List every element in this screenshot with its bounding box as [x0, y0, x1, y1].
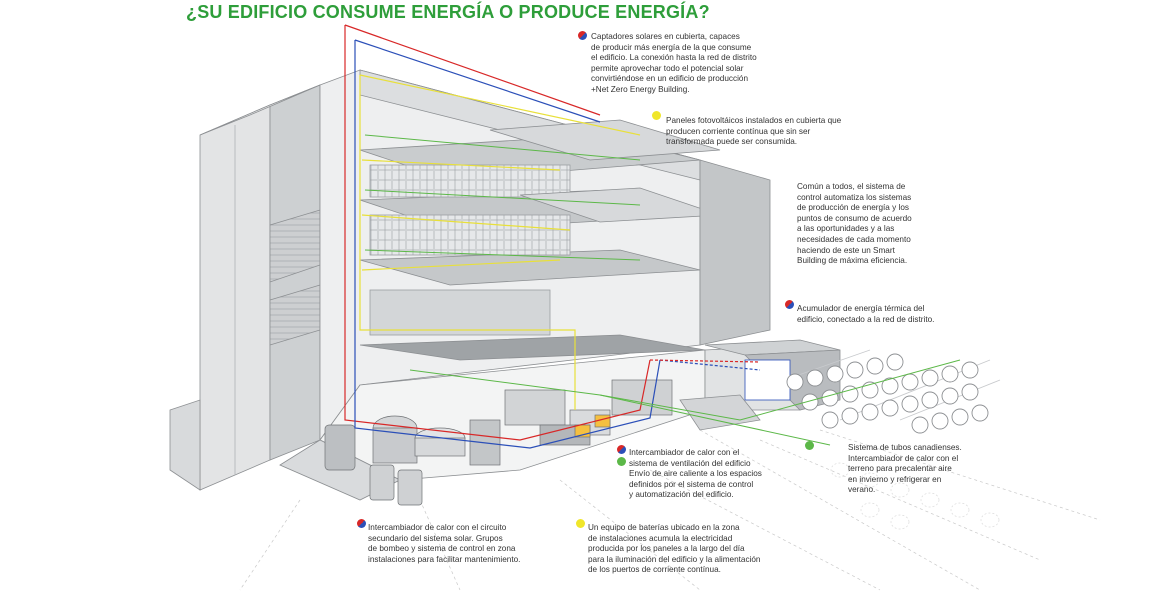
annotation-line: edificio, conectado a la red de distrito…: [797, 314, 935, 324]
annotation-line: de producir más energía de la que consum…: [591, 42, 752, 52]
annotation-line: Envío de aire caliente a los espacios: [629, 469, 762, 479]
annotation-thermal-accumulator: Acumulador de energía térmica del edific…: [797, 304, 934, 325]
annotation-line: Un equipo de baterías ubicado en la zona: [588, 523, 740, 532]
annotation-line: Sistema de tubos canadienses.: [848, 443, 962, 452]
pv-marker-icon: [652, 111, 661, 120]
annotation-line: de producción de energía y los: [797, 203, 909, 213]
pv-circuit-lines: [359, 74, 641, 410]
annotation-line: Intercambiador de calor con el: [848, 453, 959, 463]
annotation-solar-secondary-exchanger: Intercambiador de calor con el circuito …: [368, 523, 520, 565]
annotation-line: Building de máxima eficiencia.: [797, 256, 908, 266]
annotation-line: de bombeo y sistema de control en zona: [368, 544, 516, 554]
annotation-line: transformada puede ser consumida.: [666, 137, 798, 147]
annotation-line: necesidades de cada momento: [797, 234, 911, 244]
annotation-line: sistema de ventilación del edificio: [629, 458, 751, 468]
annotation-line: secundario del sistema solar. Grupos: [368, 533, 503, 543]
annotation-solar-collectors: Captadores solares en cubierta, capaces …: [591, 32, 757, 96]
battery-marker-icon: [576, 519, 585, 528]
annotation-line: el edificio. La conexión hasta la red de…: [591, 53, 757, 63]
annotation-line: Intercambiador de calor con el: [629, 448, 740, 457]
annotation-line: verano.: [848, 485, 876, 495]
annotation-line: definidos por el sistema de control: [629, 479, 754, 489]
canadian-tubes-ghost: [830, 462, 1000, 530]
ventilation-marker-icon: [617, 457, 626, 466]
solar-marker-icon: [357, 519, 366, 528]
solar-marker-icon: [785, 300, 794, 309]
installations-equipment: [324, 379, 673, 506]
annotation-line: y automatización del edificio.: [629, 490, 734, 500]
annotation-line: de instalaciones acumula la electricidad: [588, 533, 733, 543]
annotation-ventilation-exchanger: Intercambiador de calor con el sistema d…: [629, 448, 762, 501]
annotation-line: puntos de consumo de acuerdo: [797, 213, 912, 223]
annotation-line: en invierno y refrigerar en: [848, 474, 942, 484]
ground-guides: [239, 429, 1101, 591]
left-tower: [169, 84, 321, 491]
page-title: ¿SU EDIFICIO CONSUME ENERGÍA O PRODUCE E…: [186, 2, 710, 22]
annotation-line: para la iluminación del edificio y la al…: [588, 554, 761, 564]
annotation-line: terreno para precalentar aire: [848, 464, 952, 474]
annotation-line: Paneles fotovoltáicos instalados en cubi…: [666, 116, 842, 125]
annotation-canadian-tubes: Sistema de tubos canadienses. Intercambi…: [848, 443, 962, 496]
annotation-line: convirtiéndose en un edificio de producc…: [591, 74, 749, 84]
annotation-line: producen corriente contínua que sin ser: [666, 126, 811, 136]
annotation-line: a las oportunidades y a las: [797, 224, 895, 234]
annotation-line: haciendo de este un Smart: [797, 245, 895, 255]
annotation-line: Acumulador de energía térmica del: [797, 304, 925, 313]
annotation-line: permite aprovechar todo el potencial sol…: [591, 63, 744, 73]
annotation-line: Intercambiador de calor con el circuito: [368, 523, 507, 532]
annotation-line: control automatiza los sistemas: [797, 192, 912, 202]
annotation-pv-panels: Paneles fotovoltáicos instalados en cubi…: [666, 116, 841, 148]
annotation-line: instalaciones para facilitar mantenimien…: [368, 554, 521, 564]
annotation-line: producida por los paneles a la largo del…: [588, 544, 745, 554]
ventilation-circuit-lines: [364, 134, 961, 446]
canadian-tubes: [786, 349, 1001, 434]
ground-exchange-marker-icon: [805, 441, 814, 450]
annotation-line: Captadores solares en cubierta, capaces: [591, 32, 740, 41]
annotation-line: Común a todos, el sistema de: [797, 182, 906, 191]
solar-marker-icon: [617, 445, 626, 454]
solar-circuit-lines: [344, 24, 761, 449]
solar-marker-icon: [578, 31, 587, 40]
annotation-battery-bank: Un equipo de baterías ubicado en la zona…: [588, 523, 761, 576]
annotation-control-system: Común a todos, el sistema de control aut…: [797, 182, 912, 267]
annotation-line: de los puertos de corriente contínua.: [588, 565, 721, 575]
annotation-line: +Net Zero Energy Building.: [591, 84, 690, 94]
